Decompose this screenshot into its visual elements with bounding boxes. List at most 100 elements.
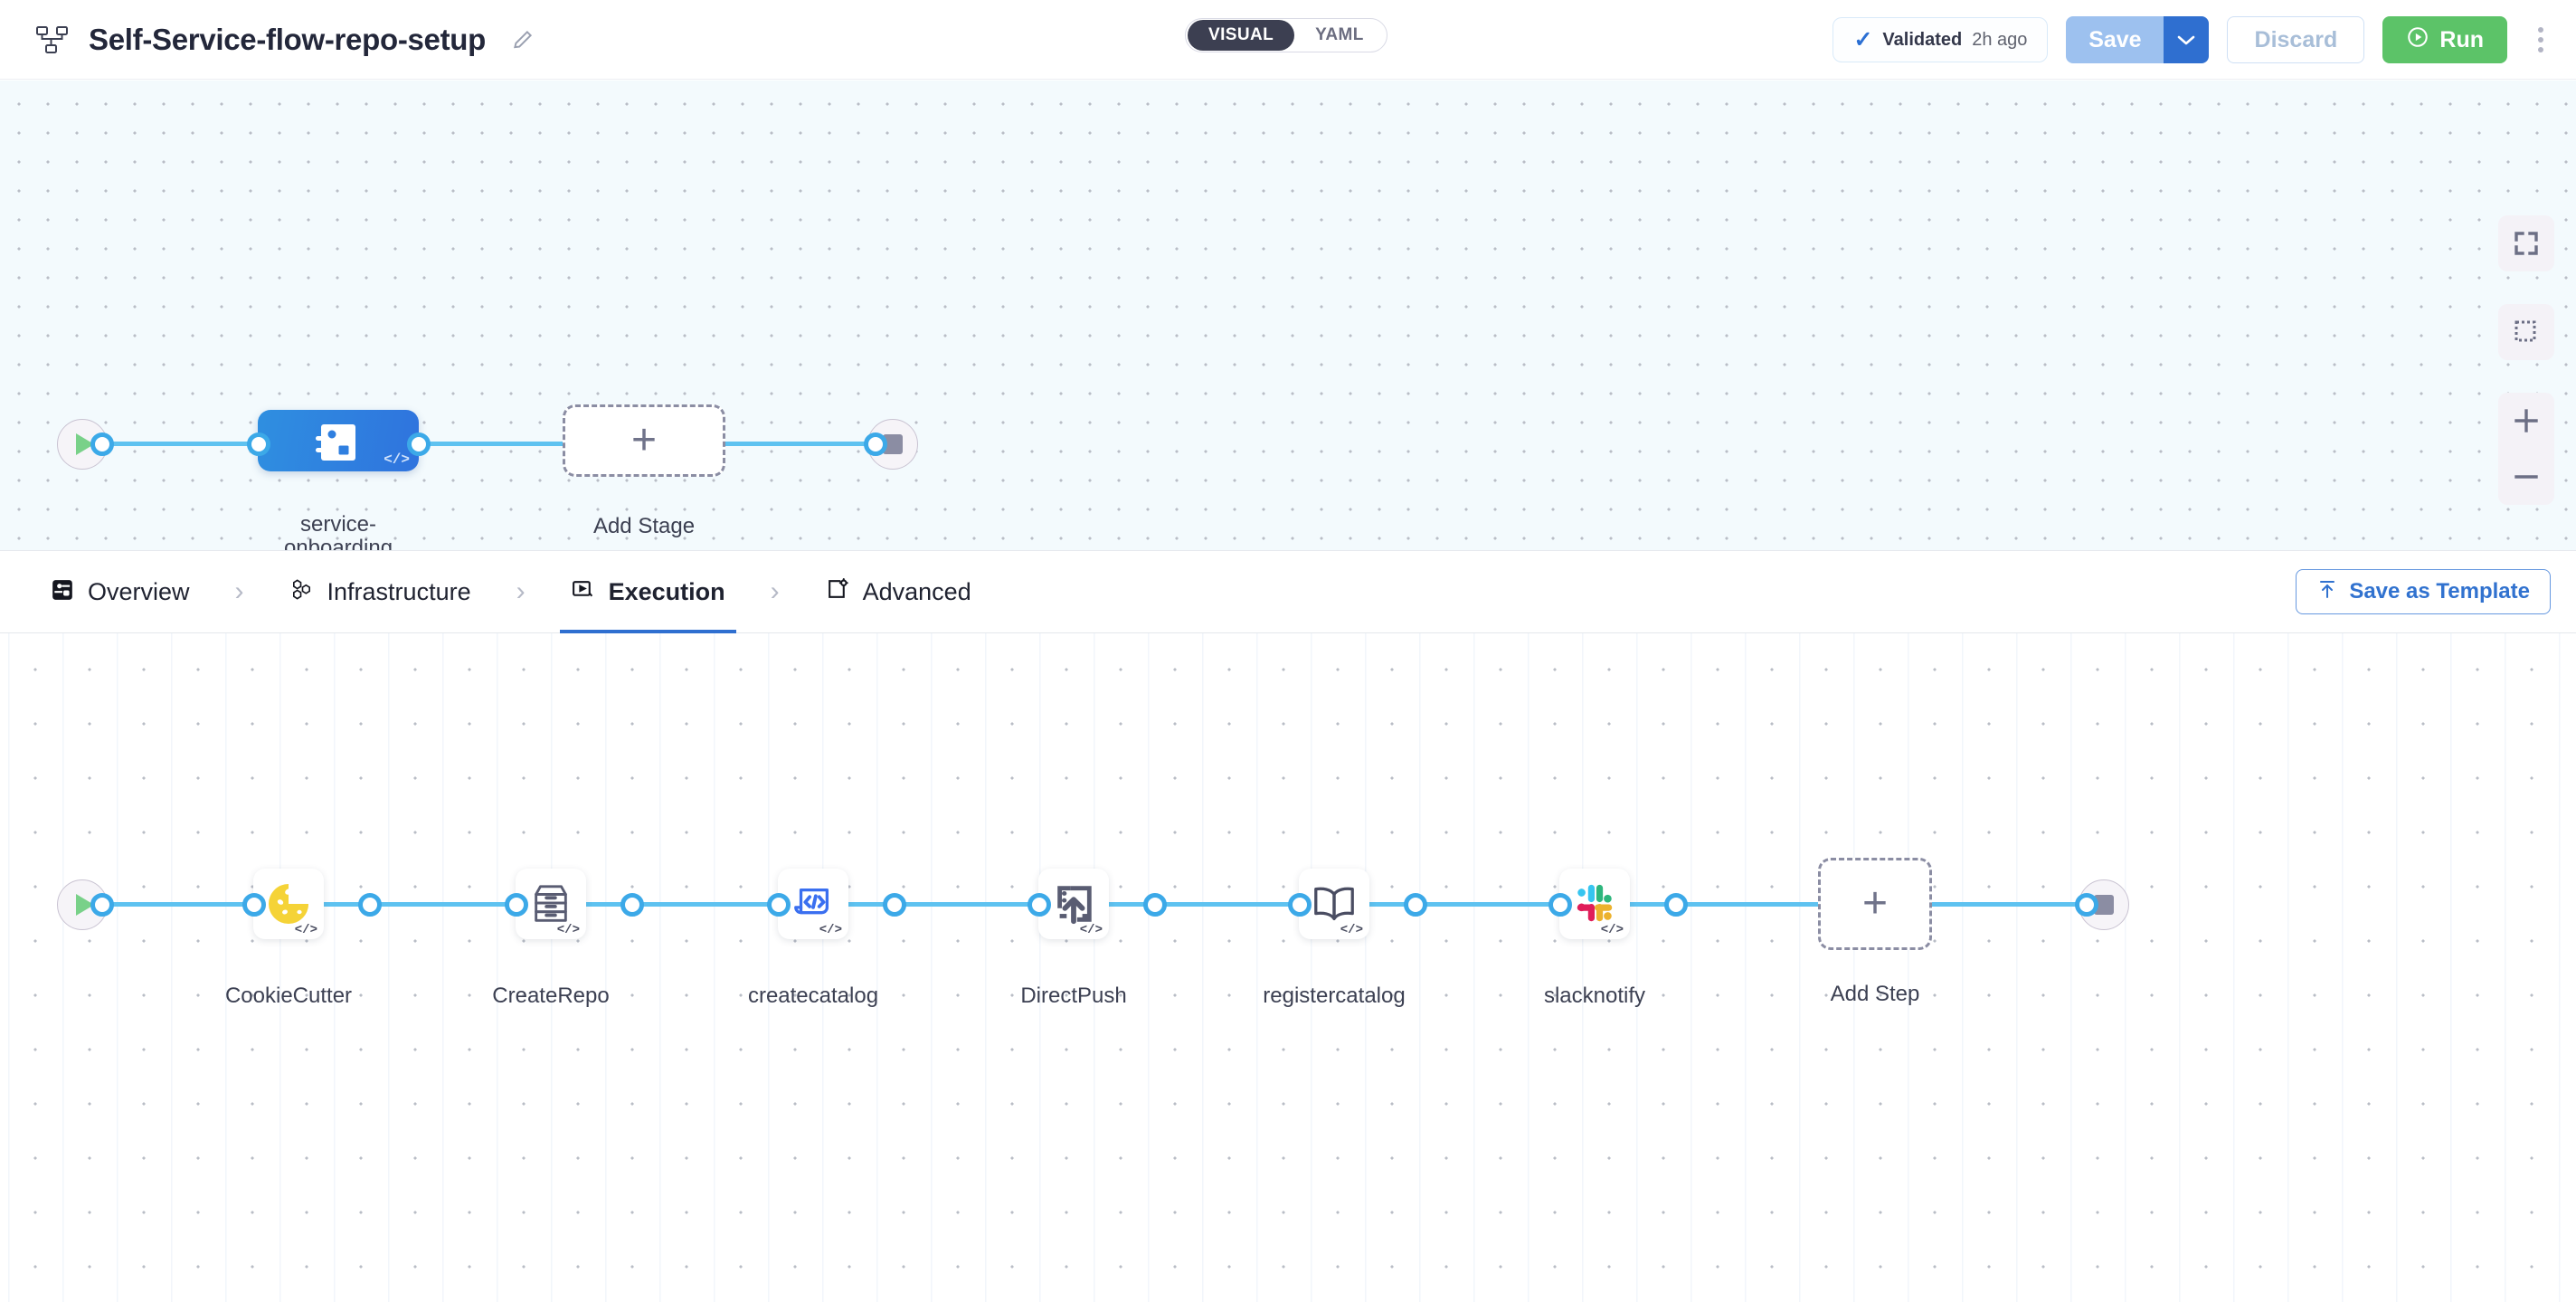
overview-icon	[51, 578, 74, 606]
plus-icon: +	[630, 416, 658, 464]
step-end-port[interactable]	[2075, 893, 2098, 917]
section-tabs: Overview › Infrastructure › Execution ›	[0, 551, 2576, 633]
tab-separator: ›	[770, 576, 780, 606]
step-label-directpush: DirectPush	[1020, 984, 1127, 1008]
play-icon	[76, 894, 94, 916]
step-input-port[interactable]	[1028, 893, 1051, 917]
selection-box-icon[interactable]	[2498, 304, 2554, 360]
validated-timestamp: 2h ago	[1972, 29, 2028, 50]
add-stage-label: Add Stage	[592, 514, 696, 538]
code-badge: </>	[556, 923, 580, 937]
view-mode-toggle[interactable]: VISUAL YAML	[1185, 18, 1387, 52]
fit-screen-icon[interactable]	[2498, 215, 2554, 271]
save-as-template-label: Save as Template	[2349, 579, 2530, 603]
code-badge: </>	[384, 451, 410, 468]
step-label-createcatalog: createcatalog	[747, 984, 879, 1008]
laptop-code-icon	[794, 888, 829, 915]
code-badge: </>	[819, 923, 842, 937]
check-icon: ✓	[1853, 26, 1873, 52]
chevron-down-icon[interactable]	[2164, 16, 2210, 63]
kebab-menu-icon[interactable]	[2525, 16, 2556, 63]
toggle-yaml[interactable]: YAML	[1315, 25, 1364, 44]
step-label-createrepo: CreateRepo	[492, 984, 610, 1008]
tab-infrastructure-label: Infrastructure	[327, 577, 471, 605]
tab-separator: ›	[516, 576, 526, 606]
upload-icon	[2316, 578, 2338, 606]
stage-node-label: service- onboarding	[283, 512, 393, 551]
plus-icon: +	[1861, 879, 1889, 927]
add-stage-button[interactable]: +	[563, 404, 725, 477]
step-canvas[interactable]: </> CookieCutter </> CreateRepo </> crea…	[0, 633, 2576, 1302]
slack-icon	[1577, 884, 1613, 922]
header-actions: ✓ Validated 2h ago Save Discard Run	[1833, 0, 2556, 80]
run-button[interactable]: Run	[2382, 16, 2507, 63]
pipeline-hierarchy-icon	[34, 24, 71, 55]
step-node-createrepo[interactable]: </>	[516, 869, 586, 939]
toggle-visual[interactable]: VISUAL	[1188, 20, 1295, 51]
zoom-controls	[2498, 393, 2554, 505]
play-circle-icon	[2406, 25, 2429, 55]
zoom-in-button[interactable]	[2498, 393, 2554, 449]
cookie-icon	[269, 884, 308, 924]
save-button-group[interactable]: Save	[2066, 16, 2210, 63]
page-title: Self-Service-flow-repo-setup	[89, 22, 487, 56]
tab-infrastructure[interactable]: Infrastructure	[286, 551, 475, 633]
zoom-out-button[interactable]	[2498, 449, 2554, 505]
stage-node-service-onboarding[interactable]: </>	[258, 410, 419, 471]
pencil-icon[interactable]	[511, 28, 535, 52]
stop-icon	[883, 434, 903, 454]
app-header: Self-Service-flow-repo-setup VISUAL YAML…	[0, 0, 2576, 80]
stage-end-port[interactable]	[864, 432, 887, 456]
add-step-button[interactable]: +	[1818, 858, 1932, 950]
canvas-controls	[2498, 215, 2554, 505]
connector-line	[87, 442, 268, 446]
step-output-port[interactable]	[883, 893, 906, 917]
drawers-icon	[535, 885, 567, 922]
step-output-port[interactable]	[1143, 893, 1167, 917]
tab-execution-label: Execution	[608, 577, 725, 605]
add-step-label: Add Step	[1830, 982, 1920, 1006]
header-left-group: Self-Service-flow-repo-setup	[0, 23, 535, 57]
tab-execution[interactable]: Execution	[559, 551, 736, 633]
discard-button[interactable]: Discard	[2227, 16, 2365, 63]
code-badge: </>	[1079, 923, 1103, 937]
stage-canvas[interactable]: </> service- onboarding + Add Stage	[0, 81, 2576, 551]
step-label-cookiecutter: CookieCutter	[224, 984, 353, 1008]
step-start-port[interactable]	[90, 893, 114, 917]
step-label-slacknotify: slacknotify	[1543, 984, 1646, 1008]
execution-icon	[571, 577, 595, 606]
play-icon	[76, 433, 94, 455]
status-badge-validated[interactable]: ✓ Validated 2h ago	[1833, 17, 2049, 62]
step-input-port[interactable]	[767, 893, 791, 917]
code-badge: </>	[294, 923, 317, 937]
step-node-createcatalog[interactable]: </>	[778, 869, 848, 939]
stage-hierarchy-icon	[316, 424, 355, 461]
run-label: Run	[2439, 26, 2484, 52]
step-label-registercatalog: registercatalog	[1263, 984, 1406, 1008]
stage-start-port[interactable]	[90, 432, 114, 456]
open-book-icon	[1314, 887, 1354, 921]
stage-output-port[interactable]	[407, 432, 431, 456]
step-output-port[interactable]	[358, 893, 382, 917]
save-as-template-button[interactable]: Save as Template	[2296, 569, 2551, 614]
step-input-port[interactable]	[1288, 893, 1312, 917]
save-button[interactable]: Save	[2066, 16, 2164, 63]
step-input-port[interactable]	[1548, 893, 1572, 917]
tab-overview-label: Overview	[88, 577, 190, 605]
infrastructure-icon	[289, 577, 314, 606]
validated-label: Validated	[1882, 29, 1963, 50]
step-node-slacknotify[interactable]: </>	[1559, 869, 1630, 939]
code-badge: </>	[1340, 923, 1363, 937]
push-upload-icon	[1057, 886, 1092, 925]
tab-advanced-label: Advanced	[862, 577, 971, 605]
step-input-port[interactable]	[505, 893, 528, 917]
step-node-registercatalog[interactable]: </>	[1299, 869, 1369, 939]
stage-input-port[interactable]	[247, 432, 270, 456]
step-output-port[interactable]	[1404, 893, 1427, 917]
step-input-port[interactable]	[242, 893, 266, 917]
tab-advanced[interactable]: Advanced	[821, 551, 975, 633]
step-output-port[interactable]	[1664, 893, 1688, 917]
step-output-port[interactable]	[620, 893, 644, 917]
code-badge: </>	[1600, 923, 1624, 937]
tab-overview[interactable]: Overview	[47, 551, 194, 633]
